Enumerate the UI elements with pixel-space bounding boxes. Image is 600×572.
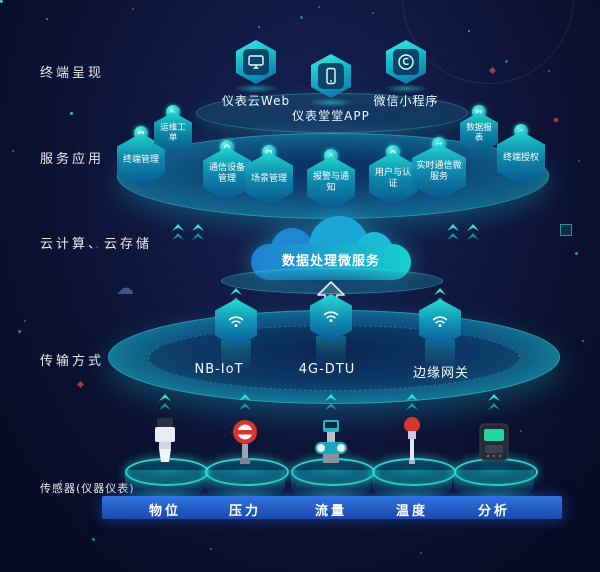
layer-label-transmission: 传输方式 <box>40 354 105 369</box>
temperature-sensor-icon <box>390 416 434 466</box>
transmission-item-edge-gateway: 边缘网关 <box>412 366 469 381</box>
transmission-item-4gdtu: 4G-DTU <box>298 362 356 377</box>
pedestal-body <box>125 470 205 500</box>
wechat-mini-program-icon <box>393 49 419 75</box>
cube-glow <box>233 84 279 93</box>
nb-iot-shield <box>215 299 257 347</box>
service-badge-label: 终端管理 <box>122 154 159 165</box>
pedestal-body <box>454 470 534 500</box>
cube-glow <box>308 98 354 107</box>
layer-label-services: 服务应用 <box>40 152 105 167</box>
cloud-outline-icon: ☁ <box>116 278 134 299</box>
service-badge-terminal-authorization: ✓ 终端授权 <box>497 124 545 185</box>
web-app-cube <box>236 40 276 84</box>
service-badge-label: 报警与通知 <box>312 172 349 193</box>
service-badge-label: 用户与认证 <box>374 168 411 189</box>
service-badge-data-report: ▤ 数据报表 <box>460 105 498 154</box>
sensor-item-flow: 流量 <box>314 504 347 519</box>
layer-label-cloud: 云计算、云存储 <box>40 237 153 252</box>
up-chevrons-icon <box>325 394 337 410</box>
transmission-item-nbiot: NB-IoT <box>194 362 244 377</box>
pedestal-body <box>372 470 452 500</box>
presentation-item-web: 仪表云Web <box>221 94 291 108</box>
cloud-platform <box>221 268 443 294</box>
wifi-icon <box>429 310 451 336</box>
service-badge-comm-device-management: ⚙ 通信设备管理 <box>203 140 251 201</box>
pedestal-body <box>205 470 285 500</box>
teal-dots-decoration <box>0 0 3 3</box>
service-badge-scene-management: ▧ 场景管理 <box>245 145 293 206</box>
sensor-item-pressure: 压力 <box>228 504 261 519</box>
up-chevrons-icon <box>172 224 204 240</box>
edge-gateway-shield <box>419 299 461 347</box>
square-decoration <box>560 224 572 236</box>
cube-glow <box>383 84 429 93</box>
sensor-item-analysis: 分析 <box>477 504 510 519</box>
service-badge-label: 终端授权 <box>502 152 539 163</box>
wifi-icon <box>225 310 247 336</box>
flow-meter-icon <box>309 416 353 466</box>
mobile-app-cube <box>311 54 351 98</box>
sensor-item-temperature: 温度 <box>395 504 428 519</box>
service-badge-user-auth: ◉ 用户与认证 <box>369 145 417 206</box>
smartphone-icon <box>318 63 344 89</box>
service-badge-label: 运维工单 <box>160 122 186 143</box>
pressure-transmitter-icon <box>223 416 267 466</box>
service-badge-realtime-comm: ⇄ 实时通信微服务 <box>412 137 466 200</box>
up-chevrons-icon <box>488 394 500 410</box>
service-badge-label: 实时通信微服务 <box>416 161 462 182</box>
cloud-service-label: 数据处理微服务 <box>281 254 380 269</box>
red-dot-decoration <box>76 380 85 389</box>
presentation-item-miniprogram: 微信小程序 <box>373 94 439 108</box>
service-badge-label: 通信设备管理 <box>208 163 245 184</box>
up-chevrons-icon <box>159 394 171 410</box>
wifi-icon <box>320 305 342 331</box>
service-badge-alarm-notification: ⚠ 报警与通知 <box>307 149 355 210</box>
service-badge-label: 场景管理 <box>250 173 287 184</box>
planet-ring-decoration <box>402 0 574 84</box>
sensor-category-bar <box>102 496 562 519</box>
up-chevrons-icon <box>239 394 251 410</box>
service-badge-label: 数据报表 <box>466 122 492 143</box>
layer-label-presentation: 终端呈现 <box>40 66 105 81</box>
layer-label-sensors: 传感器(仪器仪表) <box>40 482 135 495</box>
presentation-item-app: 仪表堂堂APP <box>292 109 370 123</box>
sensor-item-level: 物位 <box>148 504 181 519</box>
level-sensor-icon <box>143 416 187 466</box>
monitor-icon <box>243 49 269 75</box>
red-dot-decoration <box>553 117 559 123</box>
4g-dtu-shield <box>310 294 352 342</box>
pedestal-body <box>291 470 371 500</box>
up-chevrons-icon <box>406 394 418 410</box>
up-chevrons-icon <box>447 224 479 240</box>
service-badge-ops-ticket: ✎ 运维工单 <box>154 105 192 154</box>
analyzer-icon <box>472 416 516 466</box>
